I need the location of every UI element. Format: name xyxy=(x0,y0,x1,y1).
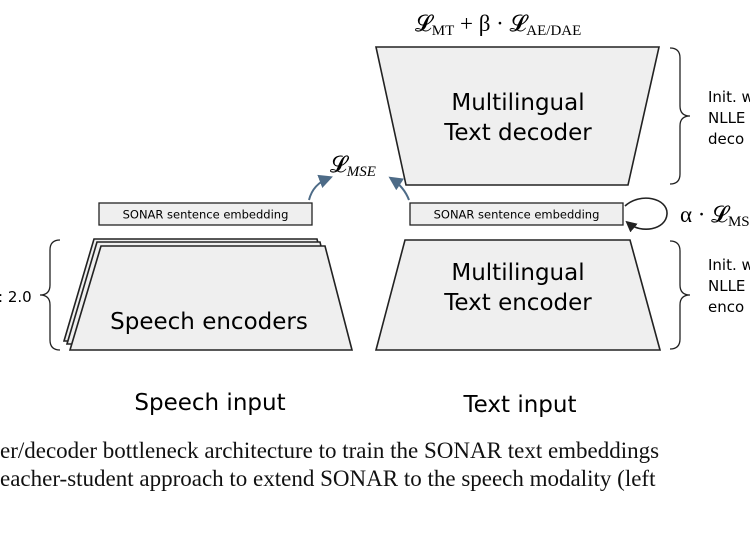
loss-mse-label: 𝓛MSE xyxy=(330,152,376,180)
decoder-brace xyxy=(669,47,691,185)
speech-note: : 2.0 xyxy=(0,288,32,306)
decoder-line1: Multilingual xyxy=(451,90,584,116)
encoder-note-line2: NLLE xyxy=(708,277,745,295)
speech-embedding-bar xyxy=(98,202,313,226)
speech-embedding-label: SONAR sentence embedding xyxy=(123,208,289,222)
encoder-line2: Text encoder xyxy=(443,290,592,316)
text-decoder-shape xyxy=(375,46,660,186)
text-input-label: Text input xyxy=(463,392,577,418)
text-encoder-shape xyxy=(374,239,662,351)
speech-brace xyxy=(39,239,61,351)
speech-input-label: Speech input xyxy=(134,390,285,416)
encoder-brace xyxy=(669,240,691,350)
loss-top-label: 𝓛MT + β · 𝓛AE/DAE xyxy=(415,11,581,39)
mse-arrow-speech xyxy=(308,174,333,201)
encoder-note-line3: enco xyxy=(708,298,744,316)
decoder-note-line2: NLLE xyxy=(708,109,745,127)
decoder-line2: Text decoder xyxy=(443,120,592,146)
text-embedding-label: SONAR sentence embedding xyxy=(434,208,600,222)
text-embedding-bar xyxy=(409,202,624,226)
mse-arrow-text xyxy=(388,176,410,201)
speech-encoder-layer-front xyxy=(68,245,354,351)
encoder-note-line1: Init. w xyxy=(708,256,750,274)
loss-alpha-label: α · 𝓛MS xyxy=(680,202,750,230)
encoder-line1: Multilingual xyxy=(451,260,584,286)
alpha-self-loop xyxy=(624,197,668,233)
decoder-note-line1: Init. w xyxy=(708,88,750,106)
decoder-note-line3: deco xyxy=(708,130,744,148)
speech-encoders-label: Speech encoders xyxy=(110,309,308,335)
caption-line-1: er/decoder bottleneck architecture to tr… xyxy=(0,438,660,463)
caption-line-2: eacher-student approach to extend SONAR … xyxy=(0,466,656,491)
